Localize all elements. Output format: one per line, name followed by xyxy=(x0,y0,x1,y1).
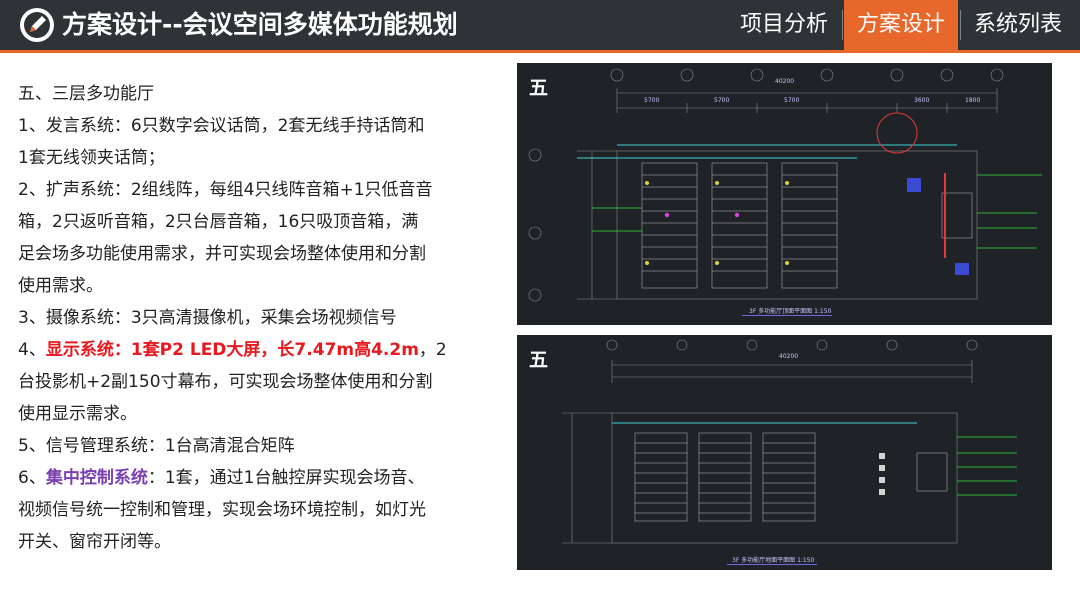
text-line: 1套无线领夹话筒； xyxy=(18,148,165,168)
drawing-caption: 3F 多功能厅顶面平面图 1:150 xyxy=(749,308,832,315)
text-line: 台投影机+2副150寸幕布，可实现会场整体使用和分割 xyxy=(18,372,433,392)
text-line: 使用显示需求。 xyxy=(18,404,137,424)
tab-solution-design[interactable]: 方案设计 xyxy=(844,0,958,50)
text-line: 使用需求。 xyxy=(18,276,103,296)
floor-plan-drawing-1 xyxy=(528,68,1042,302)
drawing-caption: 3F 多功能厅地面平面图 1:150 xyxy=(732,557,815,564)
nav-divider xyxy=(842,10,843,40)
panel-label: 五 xyxy=(529,77,549,99)
text-suffix: ：1套，通过1台触控屏实现会场音、 xyxy=(147,468,425,488)
caption-underline xyxy=(727,564,817,565)
highlight-control-system: 集中控制系统 xyxy=(45,468,148,488)
total-dimension: 40200 xyxy=(775,78,795,85)
text-suffix: ，2 xyxy=(418,340,447,360)
caption-underline xyxy=(742,315,832,316)
text-line: 足会场多功能使用需求，并可实现会场整体使用和分割 xyxy=(18,244,426,264)
tab-project-analysis[interactable]: 项目分析 xyxy=(739,12,828,37)
text-line: 视频信号统一控制和管理，实现会场环境控制，如灯光 xyxy=(18,500,426,520)
dimension-label: 5700 xyxy=(644,97,660,104)
section-heading: 五、三层多功能厅 xyxy=(18,84,154,104)
dimension-label: 1800 xyxy=(965,97,981,104)
total-dimension: 40200 xyxy=(779,353,799,360)
page-title: 方案设计--会议空间多媒体功能规划 xyxy=(62,10,458,39)
pen-logo-icon xyxy=(20,8,54,42)
text-line: 6、集中控制系统：1套，通过1台触控屏实现会场音、 xyxy=(18,462,478,494)
text-line: 3、摄像系统：3只高清摄像机，采集会场视频信号 xyxy=(18,308,397,328)
header-bar: 方案设计--会议空间多媒体功能规划 项目分析 方案设计 系统列表 xyxy=(0,0,1080,50)
text-line: 4、显示系统：1套P2 LED大屏，长7.47m高4.2m，2 xyxy=(18,334,478,366)
tab-system-list[interactable]: 系统列表 xyxy=(973,12,1062,37)
cad-drawing-floor-plan: 五 3F 多功能厅地面平面图 1:150 40200 xyxy=(517,335,1052,570)
panel-label: 五 xyxy=(529,349,549,371)
dimension-label: 5700 xyxy=(714,97,730,104)
text-line: 1、发言系统：6只数字会议话筒，2套无线手持话筒和 xyxy=(18,116,425,136)
text-prefix: 4、 xyxy=(18,340,46,360)
cad-drawing-ceiling-plan: 五 3F 多功能厅顶面平面图 1:150 40200 5700 5700 570… xyxy=(517,63,1052,325)
dimension-label: 5700 xyxy=(784,97,800,104)
header-accent-rule xyxy=(0,50,1080,53)
text-line: 5、信号管理系统：1台高清混合矩阵 xyxy=(18,436,295,456)
description-text: 五、三层多功能厅 1、发言系统：6只数字会议话筒，2套无线手持话筒和 1套无线领… xyxy=(18,78,478,558)
text-line: 开关、窗帘开闭等。 xyxy=(18,532,171,552)
text-line: 2、扩声系统：2组线阵，每组4只线阵音箱+1只低音音 xyxy=(18,180,433,200)
floor-plan-drawing-2 xyxy=(562,339,1017,544)
text-line: 箱，2只返听音箱，2只台唇音箱，16只吸顶音箱，满 xyxy=(18,212,419,232)
dimension-label: 3600 xyxy=(914,97,930,104)
highlight-display-system: 显示系统：1套P2 LED大屏，长7.47m高4.2m xyxy=(45,340,419,360)
text-prefix: 6、 xyxy=(18,468,46,488)
nav-divider xyxy=(960,10,961,40)
